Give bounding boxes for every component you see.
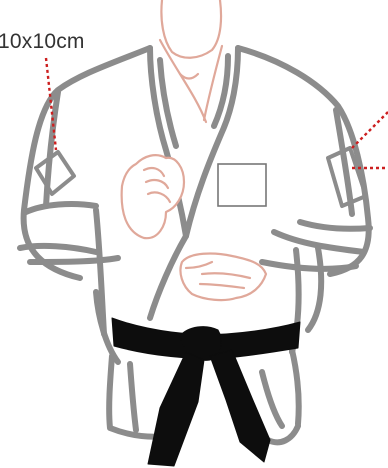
lower-hand — [180, 254, 266, 301]
chest-patch-box — [218, 164, 266, 206]
raised-fist — [122, 155, 184, 238]
neck-skin — [160, 0, 222, 122]
left-sleeve-patch — [36, 152, 74, 194]
